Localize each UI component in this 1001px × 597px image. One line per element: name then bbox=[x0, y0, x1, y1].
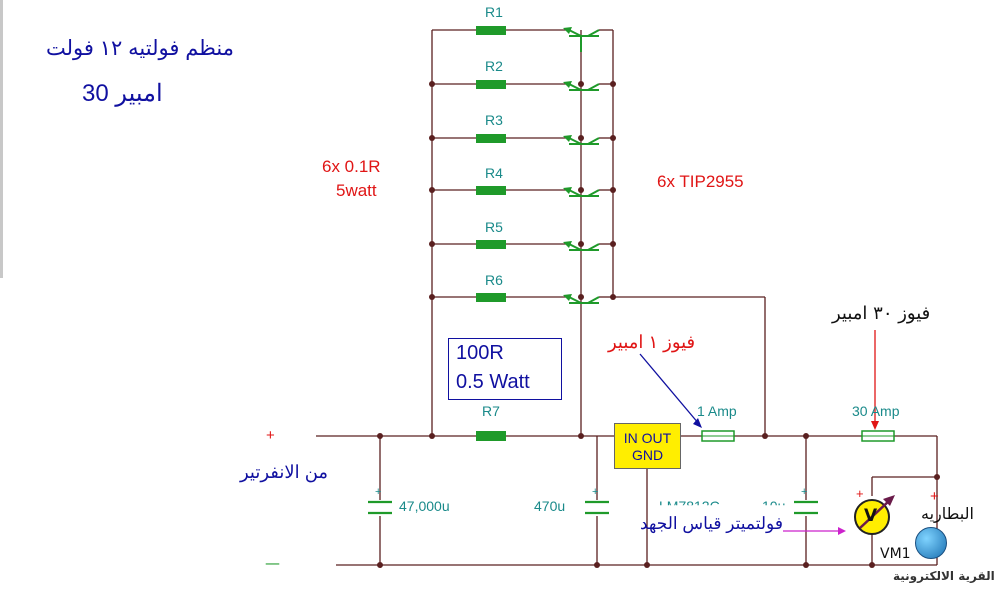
capacitor-c3-value: 10u bbox=[762, 498, 786, 514]
transistor-arrows bbox=[563, 27, 572, 301]
resistor-r5 bbox=[476, 240, 506, 249]
title-line1: منظم فولتيه ١٢ فولت bbox=[46, 37, 234, 60]
annotation-arrows bbox=[639, 330, 879, 535]
wires bbox=[316, 29, 938, 566]
input-label: من الانفرتير bbox=[240, 462, 329, 482]
regulator-lm7812: IN OUT GND bbox=[614, 423, 681, 469]
battery-label: البطاريه bbox=[921, 504, 974, 523]
transistors bbox=[568, 29, 600, 304]
resistor-r6 bbox=[476, 293, 506, 302]
capacitor-plus-1: + bbox=[375, 486, 382, 498]
gray-margin bbox=[0, 0, 3, 278]
voltmeter-ref: VM1 bbox=[880, 546, 911, 562]
capacitor-c2-value: 470u bbox=[534, 498, 566, 514]
capacitor-plus-3: + bbox=[801, 486, 808, 498]
transistor-note: 6x TIP2955 bbox=[657, 172, 744, 191]
label-r1: R1 bbox=[485, 4, 503, 20]
resistor-r4 bbox=[476, 186, 506, 195]
resistor-r2 bbox=[476, 80, 506, 89]
transistor-q4 bbox=[568, 189, 600, 197]
label-r3: R3 bbox=[485, 112, 503, 128]
resistor-bodies bbox=[476, 26, 506, 441]
transistor-q1 bbox=[568, 29, 600, 52]
voltmeter-symbol: V bbox=[864, 506, 878, 526]
resistor-r7 bbox=[476, 431, 506, 441]
title-line2: امبير 30 bbox=[82, 80, 163, 107]
battery-plus: + bbox=[930, 488, 939, 505]
regulator-gnd: GND bbox=[631, 447, 664, 463]
transistor-q6 bbox=[568, 296, 600, 304]
resistor-r3 bbox=[476, 134, 506, 143]
regulator-part: LM7812C bbox=[659, 498, 720, 514]
input-minus: — bbox=[265, 554, 280, 572]
fuse30-rating: 30 Amp bbox=[852, 403, 900, 419]
junctions bbox=[377, 81, 940, 568]
globe-icon bbox=[915, 527, 947, 559]
label-r6: R6 bbox=[485, 272, 503, 288]
fuse1-label: فيوز ١ امبير bbox=[608, 332, 696, 352]
label-r7: R7 bbox=[482, 403, 500, 419]
capacitor-c1-value: 47,000u bbox=[399, 498, 450, 514]
voltmeter-label: فولتميتر قياس الجهد bbox=[640, 514, 783, 533]
transistor-q5 bbox=[568, 243, 600, 251]
voltmeter bbox=[854, 495, 895, 535]
input-plus: + bbox=[266, 427, 275, 444]
label-r2: R2 bbox=[485, 58, 503, 74]
transistor-q3 bbox=[568, 137, 600, 145]
regulator-in: IN bbox=[623, 430, 638, 446]
r7-note-line1: 100R bbox=[456, 342, 504, 364]
resistor-note-line2: 5watt bbox=[336, 181, 377, 200]
capacitors bbox=[368, 500, 818, 515]
r7-note-line2: 0.5 Watt bbox=[456, 371, 530, 393]
regulator-out: OUT bbox=[641, 430, 672, 446]
r7-note-box bbox=[448, 338, 562, 400]
voltmeter-plus: + bbox=[856, 486, 864, 501]
resistor-r1 bbox=[476, 26, 506, 35]
transistor-q2 bbox=[568, 83, 600, 91]
label-r5: R5 bbox=[485, 219, 503, 235]
fuse30-label: فيوز ٣٠ امبير bbox=[832, 303, 931, 324]
label-r4: R4 bbox=[485, 165, 503, 181]
resistor-note-line1: 6x 0.1R bbox=[322, 157, 381, 176]
capacitor-plus-2: + bbox=[592, 486, 599, 498]
logo-text: القرية الالكترونية bbox=[893, 569, 995, 583]
fuse1-rating: 1 Amp bbox=[697, 403, 737, 419]
